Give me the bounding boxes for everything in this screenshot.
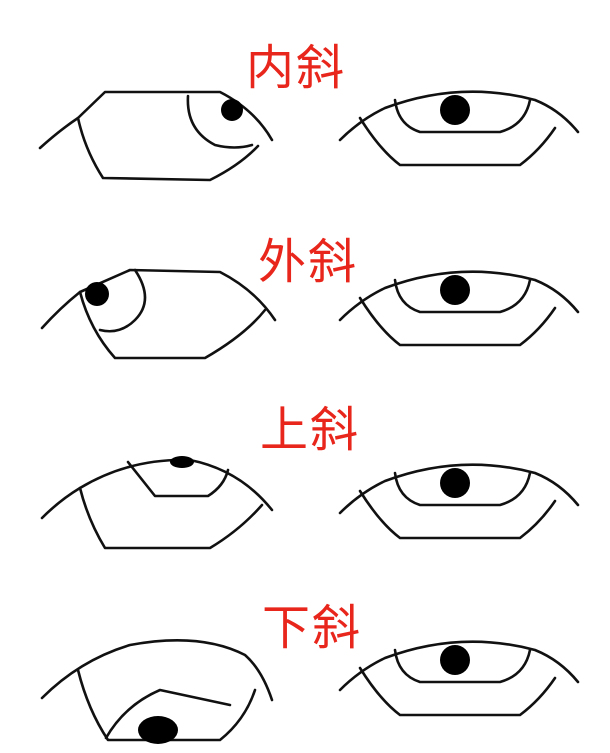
pupil xyxy=(85,282,109,306)
label-exotropia: 外斜 xyxy=(258,234,359,290)
pupil xyxy=(170,456,194,468)
left-eye-deviated-inward xyxy=(38,90,274,182)
row-esotropia xyxy=(38,90,580,182)
pupil xyxy=(138,716,178,744)
pupil xyxy=(221,99,243,121)
right-eye-normal xyxy=(338,270,580,347)
row-exotropia xyxy=(40,268,580,360)
right-eye-normal xyxy=(338,90,580,167)
label-hypertropia: 上斜 xyxy=(260,402,361,458)
left-eye-deviated-downward xyxy=(40,639,274,744)
row-hypotropia xyxy=(40,639,580,744)
left-eye-deviated-upward xyxy=(40,456,274,550)
label-hypotropia: 下斜 xyxy=(262,600,363,656)
right-eye-normal xyxy=(338,463,580,540)
right-eye-normal xyxy=(338,640,580,717)
label-esotropia: 内斜 xyxy=(246,40,347,96)
left-eye-deviated-outward xyxy=(40,268,277,360)
row-hypertropia xyxy=(40,456,580,550)
